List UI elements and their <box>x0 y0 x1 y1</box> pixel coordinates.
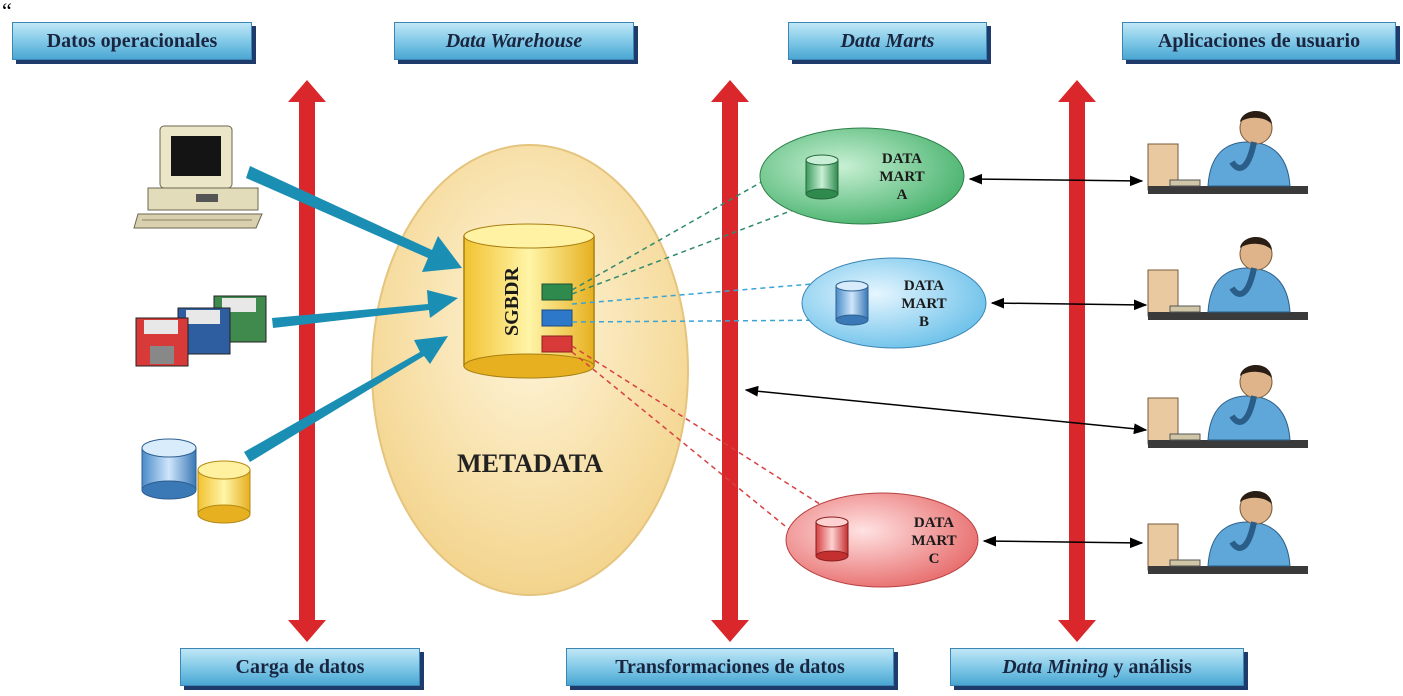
blue-arrow-computer <box>246 166 462 272</box>
red-arrow-carga <box>288 80 326 642</box>
mart-labels: DATA MART A DATA MART B DATA MART C <box>879 151 956 567</box>
floppy-disks-icon <box>135 295 267 367</box>
header-datos-operacionales: Datos operacionales <box>12 22 252 60</box>
mart-b-line1: DATA <box>904 278 944 294</box>
sgbdr-label: SGBDR <box>501 267 523 336</box>
footer-data-mining: Data Mining y análisis <box>950 648 1244 686</box>
footer-data-mining-label: Data Mining <box>1002 655 1109 678</box>
user-icon-3 <box>1147 365 1308 448</box>
mart-a-line1: DATA <box>882 151 922 167</box>
user-icon-4 <box>1147 491 1308 574</box>
header-data-marts-label: Data Marts <box>840 29 935 52</box>
red-arrow-transformaciones <box>711 80 749 642</box>
footer-carga-datos: Carga de datos <box>180 648 420 686</box>
mart-b-line3: B <box>919 314 929 330</box>
user-icon-1 <box>1147 111 1308 194</box>
header-data-warehouse: Data Warehouse <box>394 22 634 60</box>
footer-analisis-label: y análisis <box>1108 655 1192 678</box>
header-datos-operacionales-label: Datos operacionales <box>46 29 218 52</box>
computer-icon <box>133 125 263 229</box>
black-connectors <box>744 173 1148 549</box>
header-data-marts: Data Marts <box>788 22 987 60</box>
footer-transformaciones-label: Transformaciones de datos <box>615 655 845 678</box>
mart-a-line2: MART <box>879 169 924 185</box>
red-arrow-data-mining <box>1058 80 1096 642</box>
mart-a-line3: A <box>897 187 908 203</box>
mart-b-line2: MART <box>901 296 946 312</box>
data-mart-c <box>785 492 979 588</box>
sgbdr-cylinder <box>463 223 595 379</box>
data-mart-b <box>801 257 987 349</box>
stray-quote-mark: “ <box>2 0 12 23</box>
mart-c-line2: MART <box>911 533 956 549</box>
blue-arrow-databases <box>244 336 448 462</box>
source-databases-icon <box>141 438 251 524</box>
data-mart-a <box>759 127 965 225</box>
metadata-label: METADATA <box>457 449 603 478</box>
header-aplicaciones-label: Aplicaciones de usuario <box>1157 29 1361 52</box>
mart-c-line1: DATA <box>914 515 954 531</box>
blue-arrow-disks <box>272 290 458 328</box>
footer-transformaciones: Transformaciones de datos <box>566 648 894 686</box>
footer-carga-datos-label: Carga de datos <box>235 655 365 678</box>
header-aplicaciones: Aplicaciones de usuario <box>1122 22 1396 60</box>
user-icon-2 <box>1147 237 1308 320</box>
mart-c-line3: C <box>929 551 940 567</box>
header-data-warehouse-label: Data Warehouse <box>445 29 583 52</box>
